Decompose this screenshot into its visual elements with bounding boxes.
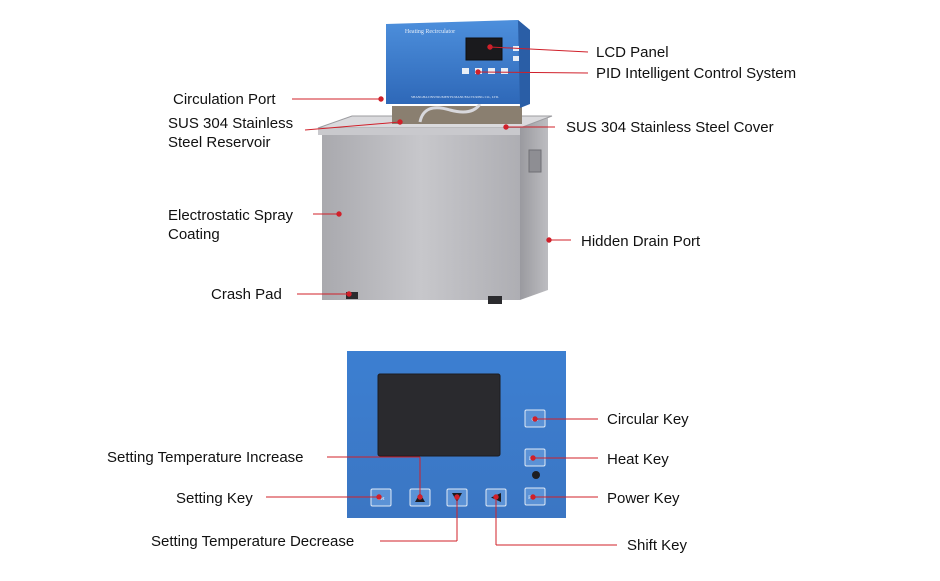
control-panel: Cir H Po Set xyxy=(347,351,566,518)
callout-dot-circulation xyxy=(378,96,384,102)
callout-dot-power xyxy=(530,494,536,500)
label-setting-temp-increase: Setting Temperature Increase xyxy=(107,449,304,466)
label-coating: Electrostatic Spray Coating xyxy=(168,207,294,243)
callout-dot-crash-pad xyxy=(346,291,352,297)
callout-dot-coating xyxy=(336,211,342,217)
crash-pad-foot-right xyxy=(488,296,502,304)
recirculator-device: Heating Recirculator SHANGHAI INSTRUMENT… xyxy=(317,20,553,304)
indicator-light xyxy=(532,471,540,479)
label-setting-temp-decrease: Setting Temperature Decrease xyxy=(151,533,355,550)
callout-dot-pid xyxy=(475,69,481,75)
callout-line-pid xyxy=(477,71,589,74)
label-crash-pad: Crash Pad xyxy=(211,286,282,303)
device-lcd xyxy=(465,37,503,61)
label-heat-key: Heat Key xyxy=(607,451,669,468)
label-pid-control: PID Intelligent Control System xyxy=(596,65,797,82)
device-footer-text: SHANGHAI INSTRUMENTS/MANUFACTURING CO., … xyxy=(411,95,499,100)
callout-dot-increase xyxy=(417,494,423,500)
control-panel-lcd xyxy=(377,373,501,457)
device-body-front xyxy=(322,134,520,300)
callout-dot-reservoir xyxy=(397,119,403,125)
callout-line-reservoir xyxy=(304,121,401,131)
callout-dot-lcd xyxy=(487,44,493,50)
callout-dot-circular xyxy=(532,416,538,422)
label-circular-key: Circular Key xyxy=(607,411,689,428)
device-body-side xyxy=(520,118,548,300)
panel-callout-lines xyxy=(266,416,617,546)
label-drain-port: Hidden Drain Port xyxy=(581,233,701,250)
callout-dot-cover xyxy=(503,124,509,130)
callout-dot-shift xyxy=(493,494,499,500)
label-cover: SUS 304 Stainless Steel Cover xyxy=(566,119,774,136)
callout-dot-drain xyxy=(546,237,552,243)
label-power-key: Power Key xyxy=(607,490,680,507)
device-title-text: Heating Recirculator xyxy=(405,29,455,35)
label-lcd-panel: LCD Panel xyxy=(596,44,669,61)
callout-line-lcd xyxy=(489,46,589,53)
label-shift-key: Shift Key xyxy=(627,537,688,554)
top-callout-lines xyxy=(292,44,589,297)
label-circulation-port: Circulation Port xyxy=(173,91,276,108)
cover-rim xyxy=(318,128,520,135)
side-handle xyxy=(528,149,542,173)
pump-assembly xyxy=(392,106,522,124)
setting-key-glyph: Set xyxy=(377,496,385,502)
label-reservoir: SUS 304 Stainless Steel Reservoir xyxy=(168,115,294,151)
tubing xyxy=(418,103,482,123)
control-head-side xyxy=(518,20,530,108)
callout-dot-heat xyxy=(530,455,536,461)
callout-dot-setting xyxy=(376,494,382,500)
label-setting-key: Setting Key xyxy=(176,490,253,507)
crash-pad-foot-left xyxy=(346,292,358,299)
callout-dot-decrease xyxy=(454,494,460,500)
